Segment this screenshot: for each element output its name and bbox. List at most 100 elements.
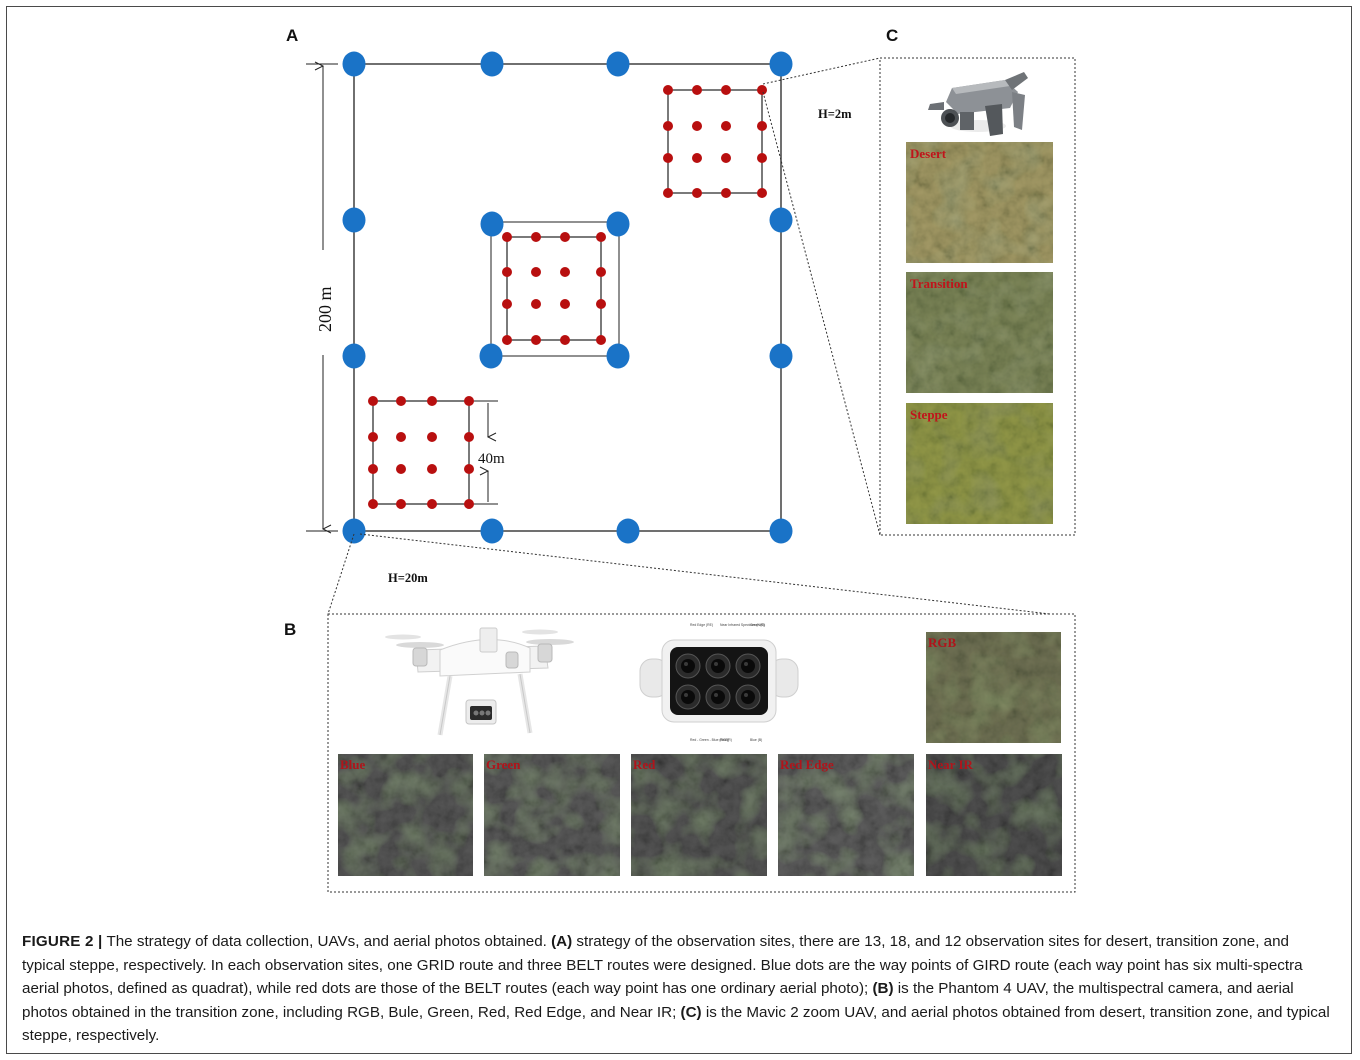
photo-transition: Transition	[906, 272, 1053, 393]
panel-label-b: B	[284, 620, 296, 639]
caption-b-label: (B)	[872, 980, 894, 997]
belt-waypoint	[560, 299, 570, 309]
belt-waypoint	[531, 232, 541, 242]
belt-waypoint	[427, 464, 437, 474]
panel-a: 200 m 40m H=2m H=20m	[306, 51, 852, 585]
belt-waypoint	[757, 188, 767, 198]
belt-waypoint	[721, 188, 731, 198]
photo-label: Near IR	[928, 757, 974, 772]
grid-waypoint	[479, 343, 503, 369]
photo-red-edge: Red Edge	[778, 754, 914, 876]
belt-waypoint	[692, 188, 702, 198]
belt-waypoint	[721, 85, 731, 95]
grid-waypoint	[606, 211, 630, 237]
photo-desert: Desert	[906, 142, 1053, 263]
belt-waypoint	[692, 121, 702, 131]
belt-waypoint	[757, 121, 767, 131]
mavic-2-zoom-drone-icon	[928, 72, 1028, 136]
caption-b-text: is the Phantom 4 UAV, the multispectral …	[22, 980, 1294, 1021]
belt-route-3-boundary	[372, 400, 470, 505]
caption-figure-label: FIGURE 2 |	[22, 933, 103, 950]
belt-waypoint	[663, 188, 673, 198]
belt-waypoint	[368, 499, 378, 509]
grid-waypoint	[342, 518, 366, 544]
photo-label: Red Edge	[780, 757, 834, 772]
caption-intro: The strategy of data collection, UAVs, a…	[102, 933, 552, 950]
photo-label: RGB	[928, 635, 957, 650]
camera-band-label: Near Infrared Spectrum (NIR)	[720, 623, 764, 627]
belt-route-1-boundary	[667, 89, 763, 194]
grid-waypoint	[769, 343, 793, 369]
belt-route-2-boundary	[506, 236, 602, 341]
belt-waypoint	[464, 432, 474, 442]
belt-waypoint	[464, 464, 474, 474]
belt-waypoint	[531, 267, 541, 277]
height-label: 200 m	[315, 286, 335, 332]
belt-flight-height-label: H=2m	[818, 107, 852, 121]
caption-a-label: (A)	[551, 933, 573, 950]
photo-red: Red	[631, 754, 767, 876]
belt-waypoint	[596, 267, 606, 277]
grid-waypoint	[342, 207, 366, 233]
belt-waypoint	[692, 153, 702, 163]
belt-waypoint	[663, 153, 673, 163]
photo-label: Transition	[910, 276, 968, 291]
belt-waypoint	[757, 153, 767, 163]
belt-waypoint	[368, 464, 378, 474]
panel-label-a: A	[286, 26, 298, 45]
belt-waypoint	[396, 432, 406, 442]
panel-b: Red Edge (RE) Near Infrared Spectrum (NIR…	[327, 613, 1076, 893]
photo-label: Red	[633, 757, 656, 772]
photo-near-ir: Near IR	[926, 754, 1062, 876]
grid-waypoint	[769, 207, 793, 233]
belt-waypoint	[464, 396, 474, 406]
photo-green: Green	[484, 754, 620, 876]
belt-waypoint	[396, 396, 406, 406]
figure-2-diagram: A C B 200 m 40m H=2m H=20m	[284, 26, 1076, 893]
belt-waypoint	[560, 232, 570, 242]
camera-band-label: Red Edge (RE)	[690, 623, 713, 627]
grid-waypoint	[606, 51, 630, 77]
photo-blue: Blue	[338, 754, 473, 876]
belt-waypoint	[560, 267, 570, 277]
grid-route-waypoints	[342, 51, 793, 544]
connector-c-bottom	[762, 91, 881, 536]
svg-text:Red - Green - Blue (RGB)Red (R: Red - Green - Blue (RGB)Red (R) Blue (B)	[690, 738, 762, 742]
quadrat-size-label: 40m	[478, 451, 505, 467]
svg-text:Red Edge (RE)Near Infrared Spe: Red Edge (RE) Near Infrared Spectrum (NIR…	[690, 623, 765, 627]
belt-waypoint	[427, 499, 437, 509]
camera-band-label: Red (R)	[720, 738, 732, 742]
observation-site-boundary	[353, 63, 782, 532]
grid-waypoint	[769, 51, 793, 77]
photo-rgb: RGB	[926, 632, 1061, 743]
belt-waypoint	[531, 335, 541, 345]
belt-waypoint	[427, 432, 437, 442]
belt-waypoint	[757, 85, 767, 95]
camera-band-label: Blue (B)	[750, 738, 762, 742]
belt-waypoint	[396, 499, 406, 509]
connector-b-right	[359, 533, 1051, 615]
grid-waypoint	[616, 518, 640, 544]
figure-caption: FIGURE 2 | The strategy of data collecti…	[22, 930, 1334, 1048]
grid-waypoint	[480, 211, 504, 237]
grid-flight-height-label: H=20m	[388, 571, 428, 585]
belt-waypoint	[368, 396, 378, 406]
multispectral-camera-icon: Red Edge (RE) Near Infrared Spectrum (NIR…	[639, 623, 799, 742]
camera-band-label: Red - Green - Blue (RGB)	[690, 738, 729, 742]
caption-a-text: strategy of the observation sites, there…	[22, 933, 1303, 997]
grid-waypoint	[769, 518, 793, 544]
panel-label-c: C	[886, 26, 898, 45]
belt-waypoint	[721, 121, 731, 131]
belt-waypoint	[502, 335, 512, 345]
belt-waypoint	[560, 335, 570, 345]
photo-label: Steppe	[910, 407, 948, 422]
belt-waypoint	[427, 396, 437, 406]
belt-waypoint	[721, 153, 731, 163]
photo-label: Green	[486, 757, 521, 772]
belt-waypoint	[596, 299, 606, 309]
phantom-4-drone-icon	[385, 627, 574, 736]
camera-band-label: Green (G)	[750, 623, 765, 627]
grid-waypoint	[342, 343, 366, 369]
grid-inner-square	[490, 221, 620, 357]
